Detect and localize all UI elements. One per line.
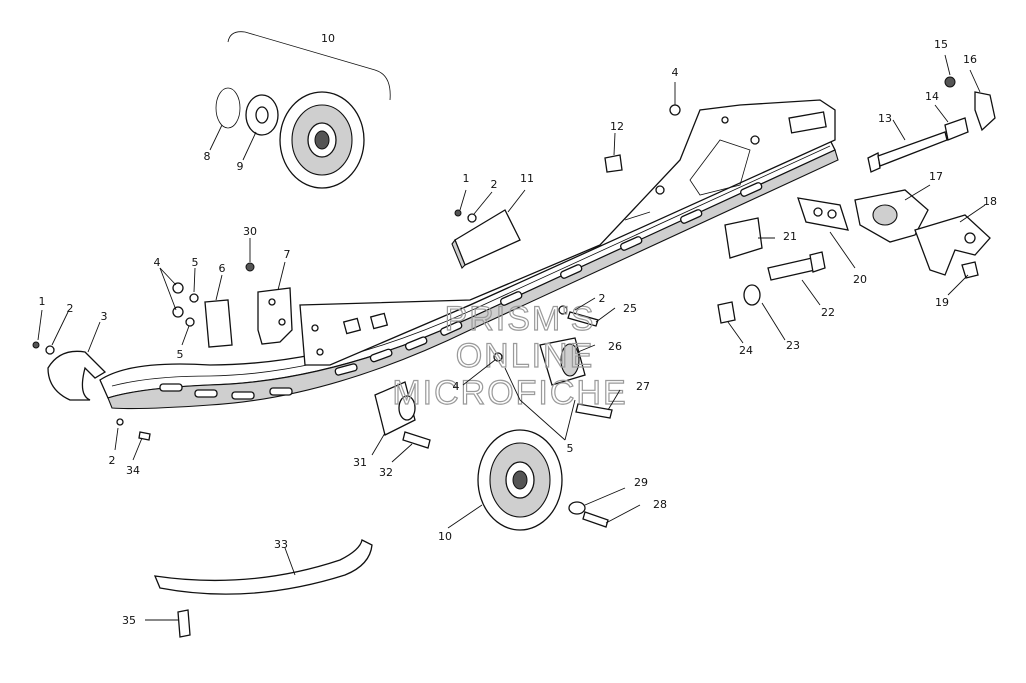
callout-21: 21 — [783, 230, 797, 243]
callout-14: 14 — [925, 90, 939, 103]
callout-27: 27 — [636, 380, 650, 393]
callout-28: 28 — [653, 498, 667, 511]
bolt-32 — [402, 431, 431, 449]
callout-32: 32 — [379, 466, 393, 479]
leader-lines — [37, 54, 986, 621]
callout-16: 16 — [963, 53, 977, 66]
watermark-line-3: MICROFICHE — [392, 374, 627, 412]
callout-19: 19 — [935, 296, 949, 309]
callout-1: 1 — [463, 172, 470, 185]
washer-29 — [568, 501, 586, 515]
callout-11: 11 — [520, 172, 534, 185]
callout-25: 25 — [623, 302, 637, 315]
bracket-18 — [914, 214, 991, 276]
nut-19 — [961, 261, 979, 279]
callout-5: 5 — [177, 348, 184, 361]
slide-rail — [99, 139, 839, 410]
watermark-line-1: PRISM'S — [445, 300, 596, 338]
callout-10: 10 — [438, 530, 452, 543]
callout-labels: 1 2 3 4 5 5 6 7 30 8 9 10 1 2 11 4 12 13… — [39, 32, 998, 627]
watermark: PRISM'S ONLINE MICROFICHE — [392, 299, 627, 412]
bolt-28 — [582, 511, 609, 528]
screw-35 — [177, 609, 191, 638]
block-21 — [724, 217, 763, 259]
wheel-spacer-9 — [245, 94, 279, 136]
callout-18: 18 — [983, 195, 997, 208]
callout-3: 3 — [101, 310, 108, 323]
block-11 — [454, 209, 521, 266]
block-31 — [374, 381, 416, 436]
callout-6: 6 — [219, 262, 226, 275]
callout-22: 22 — [821, 306, 835, 319]
bushing-24 — [717, 301, 736, 324]
callout-brace-10 — [227, 31, 391, 101]
watermark-line-2: ONLINE — [456, 337, 595, 375]
callout-31: 31 — [353, 456, 367, 469]
idler-wheel-bottom — [477, 429, 563, 531]
bolt-12 — [604, 154, 623, 173]
idler-wheel-top — [279, 91, 365, 189]
callout-5: 5 — [567, 442, 574, 455]
callout-30: 30 — [243, 225, 257, 238]
callout-2: 2 — [599, 292, 606, 305]
callout-4: 4 — [672, 66, 679, 79]
callout-33: 33 — [274, 538, 288, 551]
rail-slots — [159, 182, 763, 400]
callout-4: 4 — [154, 256, 161, 269]
callout-23: 23 — [786, 339, 800, 352]
callout-29: 29 — [634, 476, 648, 489]
bolt-25 — [567, 311, 599, 327]
callout-4: 4 — [453, 380, 460, 393]
callout-24: 24 — [739, 344, 753, 357]
bolt-27 — [575, 403, 613, 419]
callout-35: 35 — [122, 614, 136, 627]
plate-20 — [797, 197, 849, 231]
callout-10: 10 — [321, 32, 335, 45]
callout-20: 20 — [853, 273, 867, 286]
callout-34: 34 — [126, 464, 140, 477]
bracket-6 — [204, 299, 233, 348]
callout-1: 1 — [39, 295, 46, 308]
front-tip-3 — [47, 350, 107, 401]
callout-26: 26 — [608, 340, 622, 353]
callout-13: 13 — [878, 112, 892, 125]
callout-12: 12 — [610, 120, 624, 133]
callout-2: 2 — [491, 178, 498, 191]
callout-9: 9 — [237, 160, 244, 173]
callout-2: 2 — [109, 454, 116, 467]
clamp-16 — [974, 91, 996, 132]
bolt-22 — [767, 257, 816, 281]
callout-7: 7 — [284, 248, 291, 261]
nut-15 — [944, 76, 956, 88]
callout-5: 5 — [192, 256, 199, 269]
side-plate — [299, 99, 836, 366]
bolt-13 — [867, 131, 948, 173]
snap-ring-8 — [215, 87, 241, 129]
plate-7 — [257, 287, 293, 345]
callout-17: 17 — [929, 170, 943, 183]
callout-15: 15 — [934, 38, 948, 51]
wear-strip-33 — [153, 539, 373, 595]
callout-2: 2 — [67, 302, 74, 315]
washer-23 — [743, 284, 761, 306]
spacer-14 — [944, 117, 969, 141]
callout-8: 8 — [204, 150, 211, 163]
